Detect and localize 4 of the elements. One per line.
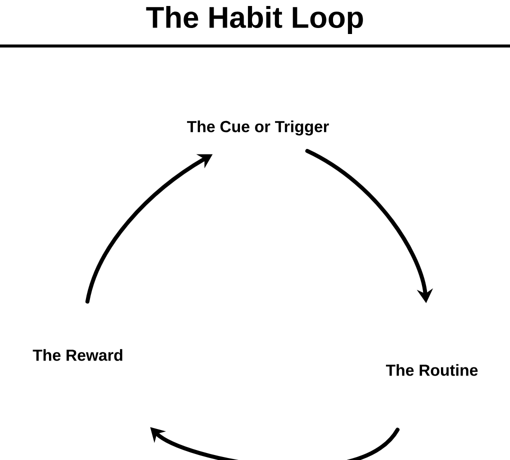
step-label: The Reward (32, 349, 122, 361)
title: The Habit Loop (146, 6, 363, 34)
step-label: The Cue or Trigger (187, 120, 329, 136)
step-label: The Routine (386, 364, 478, 376)
